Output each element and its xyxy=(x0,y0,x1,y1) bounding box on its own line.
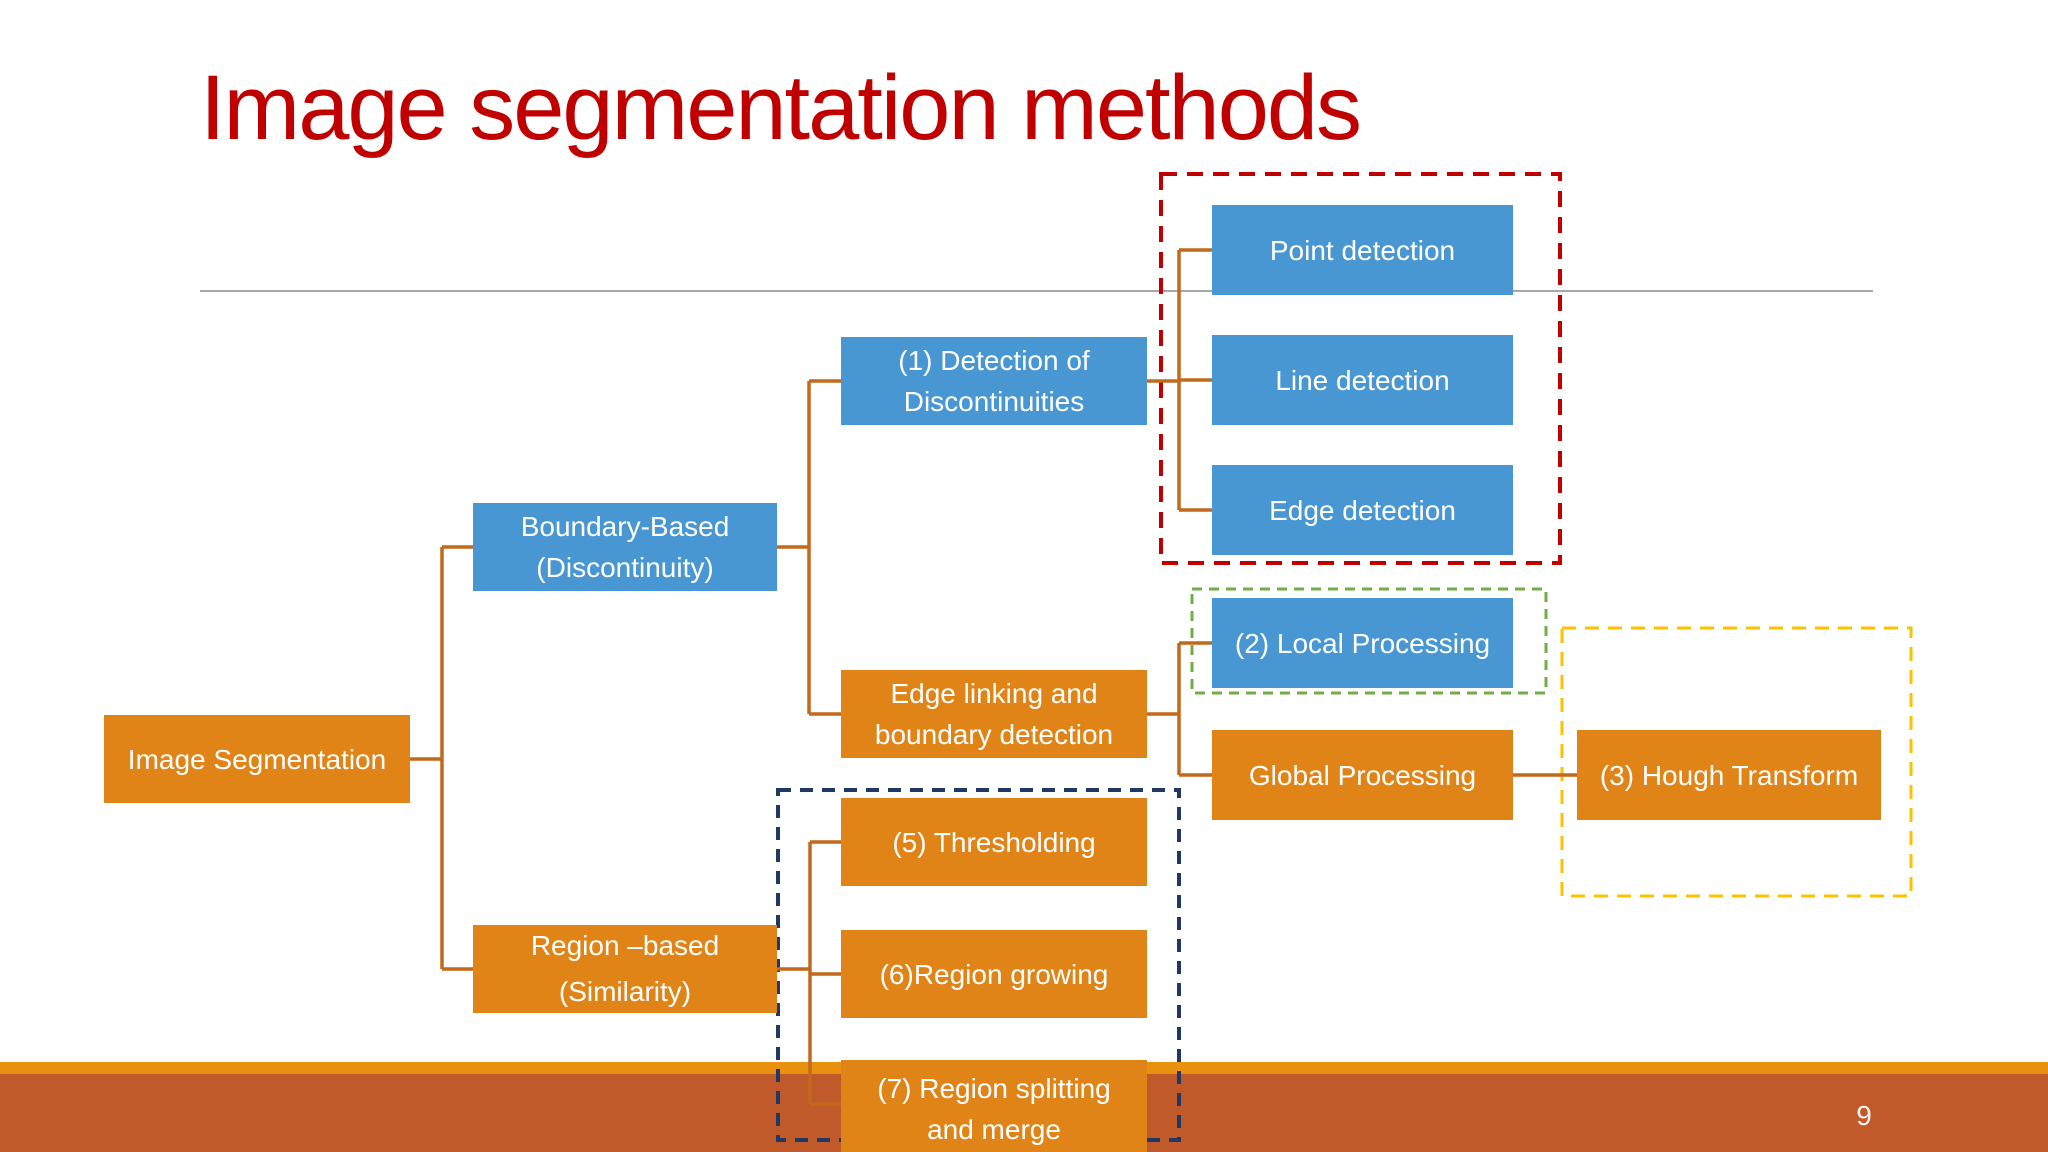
group-box-local-processing-green xyxy=(1190,587,1548,695)
node-label-line: and merge xyxy=(927,1113,1061,1145)
node-label-line: (2) Local Processing xyxy=(1234,627,1491,659)
node-label-line: boundary detection xyxy=(874,719,1114,750)
node-region-growing: (6)Region growing xyxy=(841,930,1147,1018)
node-label-line: Image Segmentation xyxy=(127,743,387,775)
node-label-line: (7) Region splitting xyxy=(877,1072,1111,1104)
node-region-splitting: (7) Region splitting and merge xyxy=(841,1060,1147,1152)
node-global-processing: Global Processing xyxy=(1212,730,1513,820)
node-thresholding: (5) Thresholding xyxy=(841,798,1147,886)
horizontal-divider-line xyxy=(200,290,1873,292)
node-label-line: Global Processing xyxy=(1248,759,1477,791)
node-label-line: Discontinuities xyxy=(903,386,1085,417)
page-number: 9 xyxy=(1856,1100,1872,1131)
node-edge-detection: Edge detection xyxy=(1212,465,1513,555)
node-label-line: Boundary-Based xyxy=(520,511,730,542)
node-label-line: Region –based xyxy=(530,930,720,961)
node-detection-of-discontinuities: (1) Detection of Discontinuities xyxy=(841,337,1147,425)
node-label-line: (6)Region growing xyxy=(879,958,1109,990)
group-box-hough-yellow xyxy=(1560,626,1913,898)
group-box-detection-red xyxy=(1159,172,1562,565)
node-local-processing: (2) Local Processing xyxy=(1212,598,1513,688)
node-image-segmentation: Image Segmentation xyxy=(104,715,410,803)
node-point-detection: Point detection xyxy=(1212,205,1513,295)
node-edge-linking: Edge linking and boundary detection xyxy=(841,670,1147,758)
node-label-line: Edge linking and xyxy=(890,678,1098,709)
node-boundary-based: Boundary-Based (Discontinuity) xyxy=(473,503,777,591)
node-label-line: (3) Hough Transform xyxy=(1599,759,1859,791)
node-label-line: (5) Thresholding xyxy=(892,826,1096,858)
node-label-line: (1) Detection of xyxy=(898,345,1090,376)
slide-title: Image segmentation methods xyxy=(200,57,1362,159)
node-label-line: (Similarity) xyxy=(558,976,692,1007)
node-line-detection: Line detection xyxy=(1212,335,1513,425)
node-label-line: Point detection xyxy=(1269,234,1456,266)
node-label-line: (Discontinuity) xyxy=(536,552,714,583)
node-region-based: Region –based (Similarity) xyxy=(473,925,777,1013)
node-label-line: Line detection xyxy=(1275,364,1450,396)
node-hough-transform: (3) Hough Transform xyxy=(1577,730,1881,820)
node-label-line: Edge detection xyxy=(1269,494,1456,526)
